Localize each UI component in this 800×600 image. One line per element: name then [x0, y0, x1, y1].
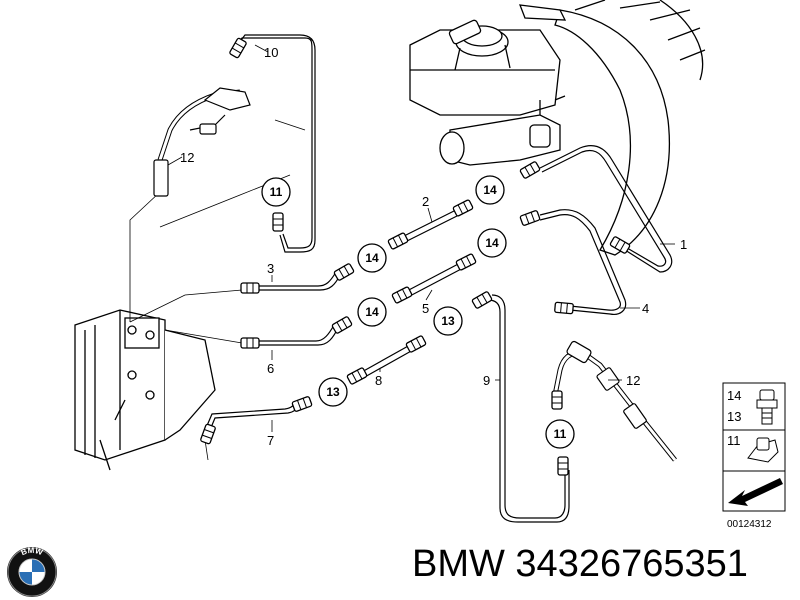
- brake-line-6: [255, 324, 339, 346]
- callout-12-top: 12: [180, 150, 194, 165]
- svg-text:BMW: BMW: [20, 546, 45, 557]
- legend-label-14: 14: [727, 388, 741, 403]
- leader-lines: [129, 119, 306, 461]
- legend-arrow-icon: [728, 478, 783, 506]
- callout-8: 8: [375, 373, 382, 388]
- svg-text:13: 13: [326, 385, 340, 399]
- brake-line-8: [359, 344, 414, 379]
- brake-line-9: [487, 294, 570, 523]
- svg-text:14: 14: [485, 236, 499, 250]
- circled-callouts: 11 14 14 14 14 13 13 11: [261, 175, 575, 449]
- fluid-reservoir: [409, 19, 561, 116]
- circled-14-b: 14: [357, 243, 387, 273]
- callout-3: 3: [267, 261, 274, 276]
- legend-clip-icon: [747, 437, 779, 463]
- diagram-code: 00124312: [727, 519, 772, 530]
- brake-hose-12-top: [153, 87, 251, 197]
- brake-line-2: [399, 207, 464, 244]
- brake-booster: [519, 0, 706, 256]
- svg-text:13: 13: [441, 314, 455, 328]
- brake-line-7: [205, 400, 301, 431]
- legend-label-11: 11: [727, 433, 741, 448]
- callout-5: 5: [422, 301, 429, 316]
- brake-line-5: [404, 261, 466, 298]
- svg-text:11: 11: [554, 427, 567, 441]
- legend-label-13: 13: [727, 409, 741, 424]
- svg-text:14: 14: [365, 305, 379, 319]
- callout-4: 4: [642, 301, 649, 316]
- circled-14-c: 14: [477, 228, 507, 258]
- brake-line-10: [231, 34, 316, 253]
- circled-11-top: 11: [261, 177, 291, 207]
- callout-10: 10: [264, 45, 278, 60]
- brake-hose-12-bottom: [552, 340, 677, 462]
- brake-line-4: [539, 209, 627, 315]
- callout-12-bottom: 12: [626, 373, 640, 388]
- circled-11-bottom: 11: [545, 419, 575, 449]
- svg-text:14: 14: [483, 183, 497, 197]
- circled-14-a: 14: [475, 175, 505, 205]
- abs-unit: [74, 309, 216, 471]
- callout-7: 7: [267, 433, 274, 448]
- legend-nut-icon: [756, 389, 778, 425]
- svg-text:14: 14: [365, 251, 379, 265]
- svg-text:11: 11: [270, 185, 283, 199]
- bmw-logo-icon: BMW: [7, 546, 57, 597]
- callout-1: 1: [680, 237, 687, 252]
- part-number-caption: BMW 34326765351: [412, 543, 748, 585]
- brake-line-1: [539, 145, 673, 273]
- legend-box: 14 13 11 00124312: [722, 382, 786, 530]
- circled-14-d: 14: [357, 297, 387, 327]
- circled-13-a: 13: [433, 306, 463, 336]
- callout-labels: 10 12 2 1 3 4 5 6 8 9 12 7: [180, 45, 687, 448]
- callout-6: 6: [267, 361, 274, 376]
- circled-13-b: 13: [318, 377, 348, 407]
- master-cylinder: [439, 95, 566, 166]
- callout-leaders: [167, 44, 675, 432]
- callout-9: 9: [483, 373, 490, 388]
- callout-2: 2: [422, 194, 429, 209]
